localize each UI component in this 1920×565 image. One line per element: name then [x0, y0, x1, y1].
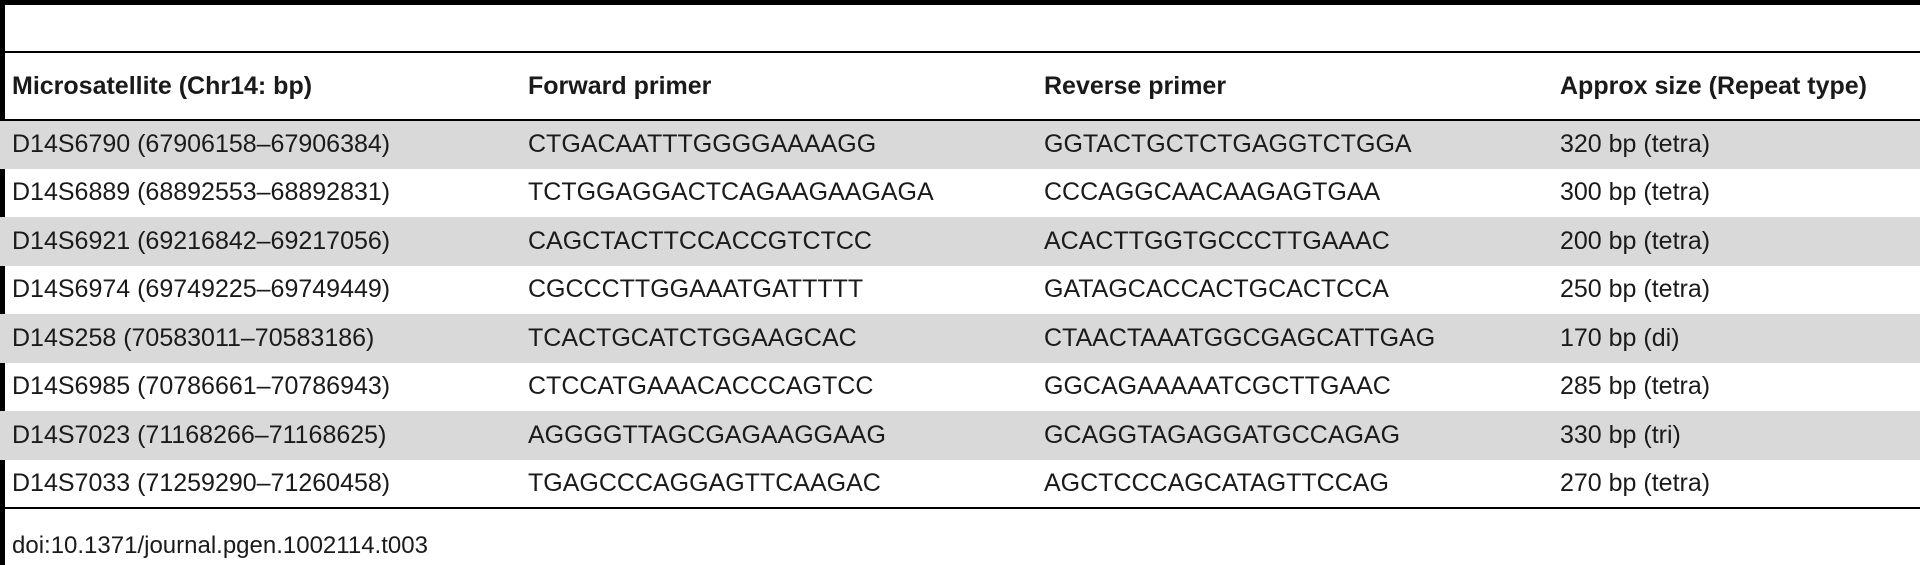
cell-microsatellite: D14S7023 (71168266–71168625): [0, 411, 516, 460]
table-row: D14S258 (70583011–70583186) TCACTGCATCTG…: [0, 314, 1920, 363]
cell-approx-size: 170 bp (di): [1548, 314, 1920, 363]
table-row: D14S7033 (71259290–71260458) TGAGCCCAGGA…: [0, 459, 1920, 509]
cell-microsatellite: D14S6790 (67906158–67906384): [0, 120, 516, 169]
table-row: D14S6974 (69749225–69749449) CGCCCTTGGAA…: [0, 266, 1920, 315]
cell-microsatellite: D14S7033 (71259290–71260458): [0, 459, 516, 509]
table-row: D14S6790 (67906158–67906384) CTGACAATTTG…: [0, 120, 1920, 169]
table-header: Microsatellite (Chr14: bp) Forward prime…: [0, 51, 1920, 121]
cell-forward-primer: TGAGCCCAGGAGTTCAAGAC: [516, 459, 1032, 509]
table-row: D14S7023 (71168266–71168625) AGGGGTTAGCG…: [0, 411, 1920, 460]
cell-forward-primer: AGGGGTTAGCGAGAAGGAAG: [516, 411, 1032, 460]
cell-microsatellite: D14S258 (70583011–70583186): [0, 314, 516, 363]
cell-approx-size: 200 bp (tetra): [1548, 217, 1920, 266]
table-row: D14S6889 (68892553–68892831) TCTGGAGGACT…: [0, 169, 1920, 218]
cell-reverse-primer: GGCAGAAAAATCGCTTGAAC: [1044, 372, 1391, 401]
header-row: Microsatellite (Chr14: bp) Forward prime…: [0, 51, 1920, 121]
cell-forward-primer: CTCCATGAAACACCCAGTCC: [528, 372, 874, 401]
cell-approx-size: 270 bp (tetra): [1548, 459, 1920, 509]
cell-microsatellite: D14S6921 (69216842–69217056): [0, 217, 516, 266]
doi-citation[interactable]: doi:10.1371/journal.pgen.1002114.t003: [12, 532, 428, 559]
primer-table: Microsatellite (Chr14: bp) Forward prime…: [0, 51, 1920, 509]
cell-reverse-primer: ACACTTGGTGCCCTTGAAAC: [1032, 217, 1548, 266]
table-row: D14S6985 (70786661–70786943) CTCCATGAAAC…: [0, 363, 1920, 412]
cell-approx-size: 320 bp (tetra): [1548, 120, 1920, 169]
cell-reverse-primer: CCCAGGCAACAAGAGTGAA: [1044, 178, 1381, 207]
cell-reverse-primer: GATAGCACCACTGCACTCCA: [1044, 275, 1389, 304]
cell-forward-primer: CTGACAATTTGGGGAAAAGG: [516, 120, 1032, 169]
cell-reverse-primer: CTAACTAAATGGCGAGCATTGAG: [1032, 314, 1548, 363]
cell-forward-primer: CAGCTACTTCCACCGTCTCC: [516, 217, 1032, 266]
left-rule: [0, 0, 5, 565]
header-reverse-primer: Reverse primer: [1032, 51, 1548, 121]
primer-table-container: Microsatellite (Chr14: bp) Forward prime…: [0, 51, 1920, 509]
cell-reverse-primer: AGCTCCCAGCATAGTTCCAG: [1032, 459, 1548, 509]
header-approx-size: Approx size (Repeat type): [1548, 51, 1920, 121]
cell-reverse-primer: GGTACTGCTCTGAGGTCTGGA: [1032, 120, 1548, 169]
header-microsatellite: Microsatellite (Chr14: bp): [0, 51, 516, 121]
header-forward-primer: Forward primer: [516, 51, 1032, 121]
cell-approx-size: 300 bp (tetra): [1560, 178, 1711, 207]
cell-microsatellite: D14S6985 (70786661–70786943): [12, 372, 391, 401]
cell-microsatellite: D14S6974 (69749225–69749449): [12, 275, 391, 304]
cell-forward-primer: CGCCCTTGGAAATGATTTTT: [528, 275, 864, 304]
cell-forward-primer: TCTGGAGGACTCAGAAGAAGAGA: [528, 178, 934, 207]
top-rule: [0, 0, 1920, 5]
table-body: D14S6790 (67906158–67906384) CTGACAATTTG…: [0, 120, 1920, 509]
cell-reverse-primer: GCAGGTAGAGGATGCCAGAG: [1032, 411, 1548, 460]
cell-approx-size: 285 bp (tetra): [1560, 372, 1711, 401]
table-row: D14S6921 (69216842–69217056) CAGCTACTTCC…: [0, 217, 1920, 266]
cell-forward-primer: TCACTGCATCTGGAAGCAC: [516, 314, 1032, 363]
cell-approx-size: 250 bp (tetra): [1560, 275, 1711, 304]
cell-approx-size: 330 bp (tri): [1548, 411, 1920, 460]
cell-microsatellite: D14S6889 (68892553–68892831): [12, 178, 391, 207]
